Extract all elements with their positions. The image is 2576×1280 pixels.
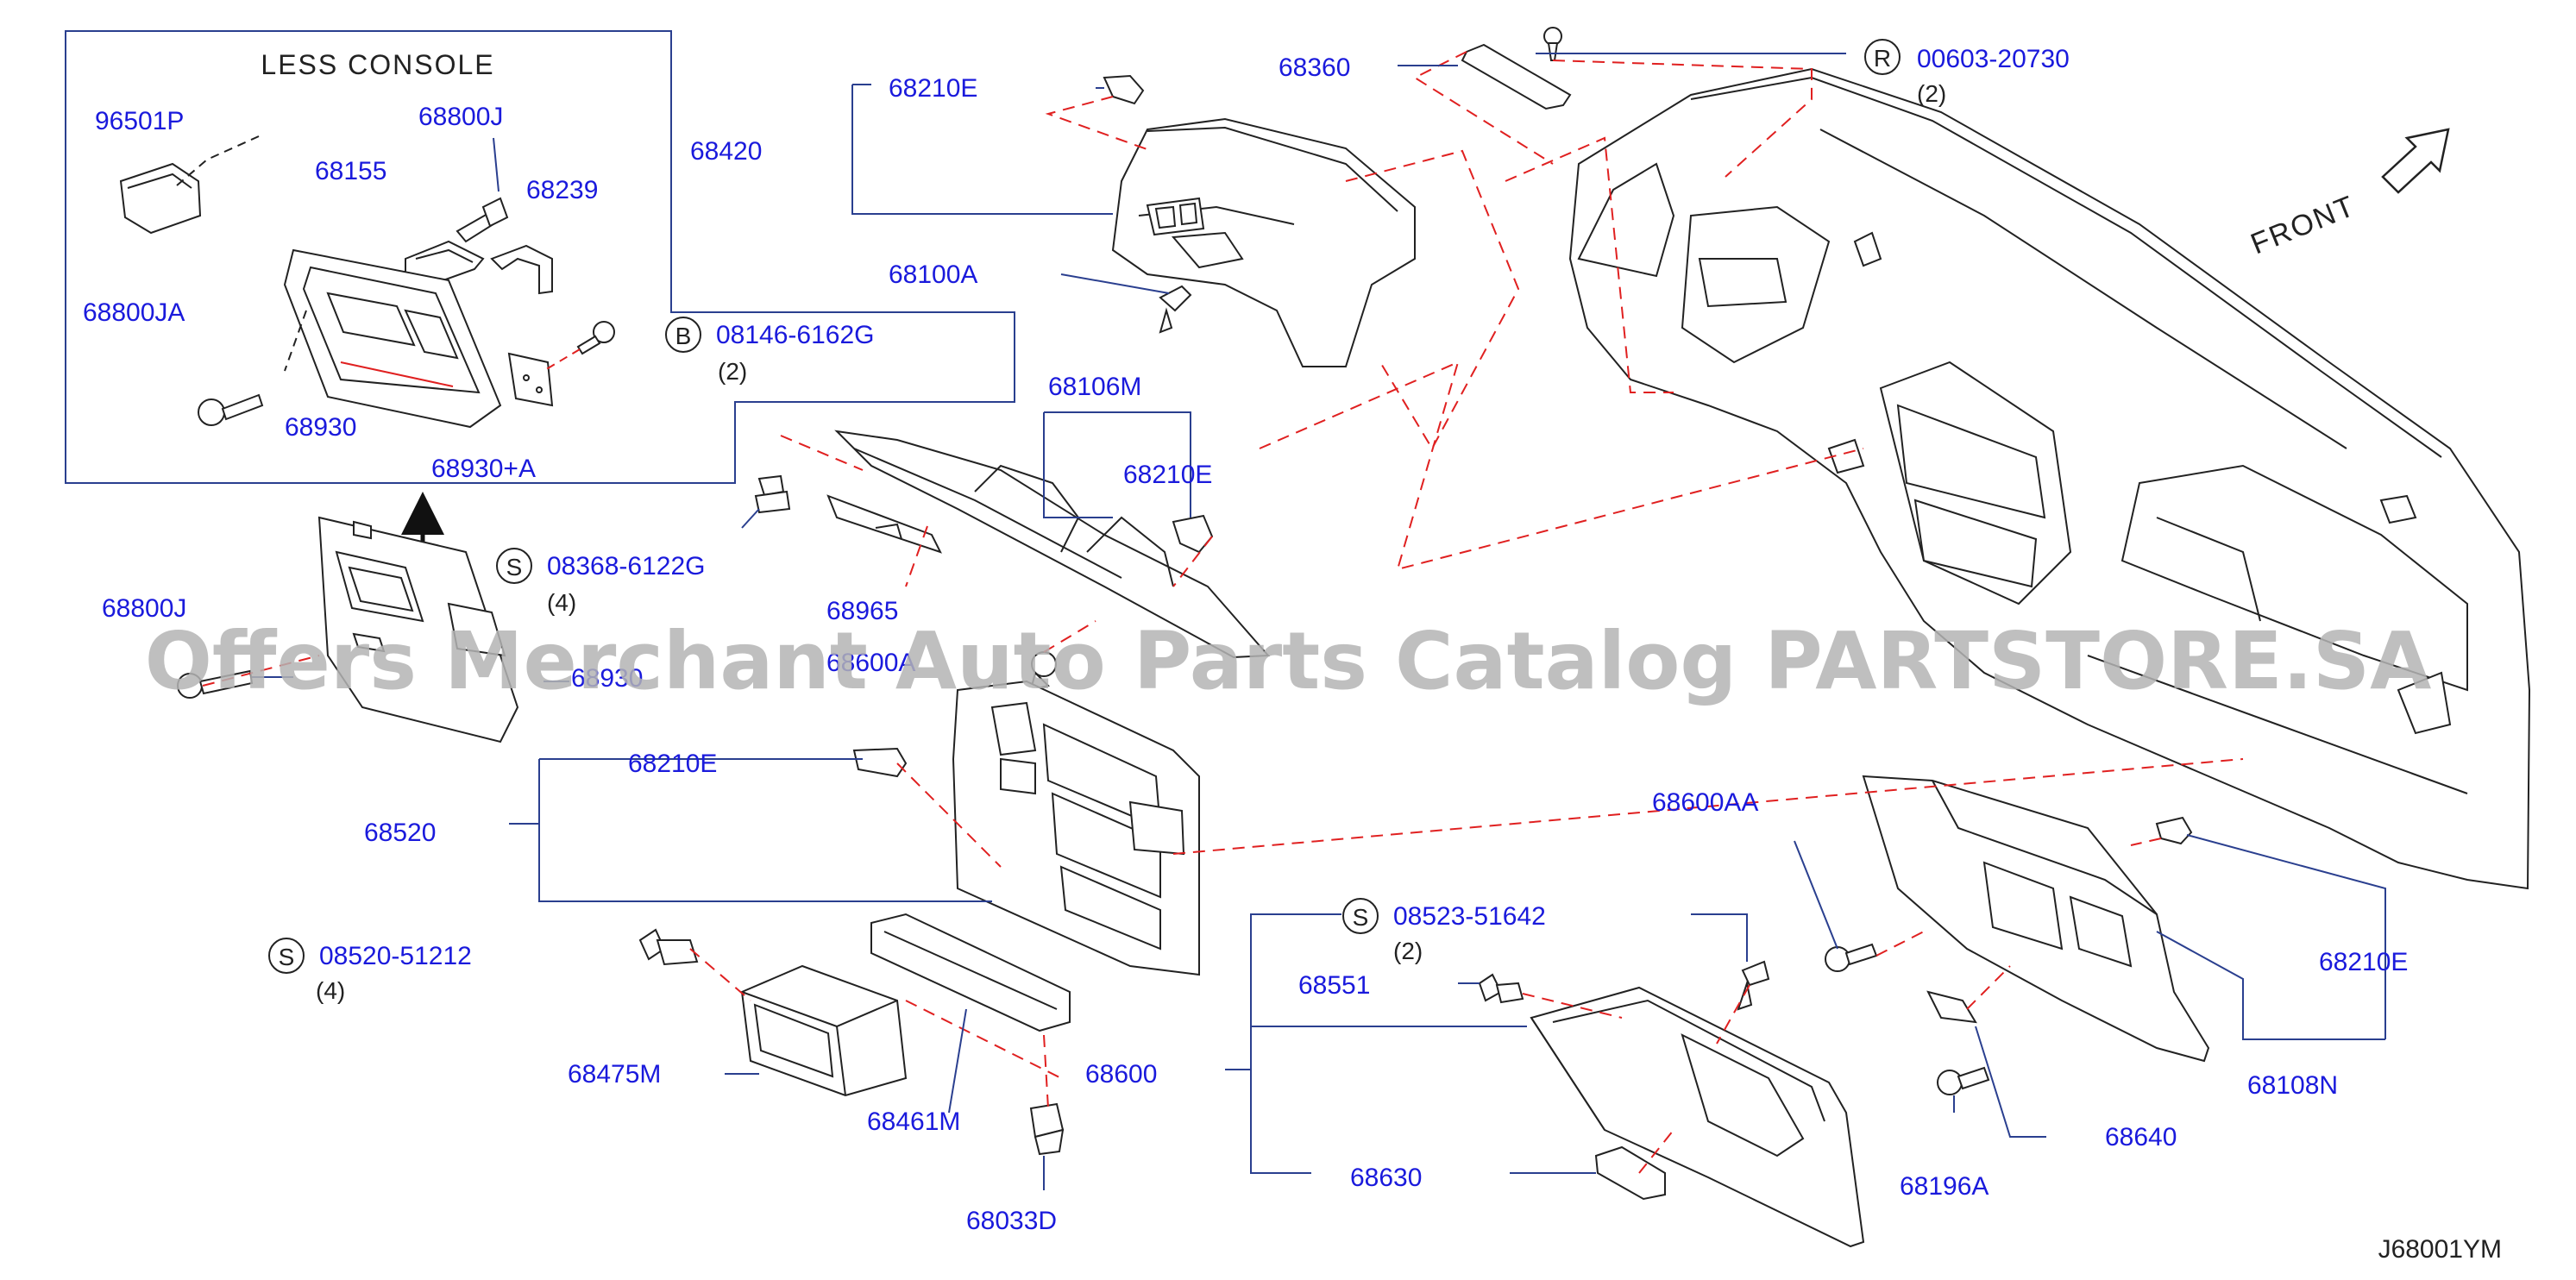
clip-96501p-drawing — [119, 135, 260, 235]
glovebox-68600-drawing — [1530, 986, 1865, 1248]
label-68475m[interactable]: 68475M — [568, 1060, 661, 1089]
label-08146[interactable]: 08146-6162G — [716, 321, 875, 349]
clip-68210e-lower-drawing — [852, 747, 908, 778]
screw-68800ja-drawing — [198, 393, 264, 426]
badge-b: B (2) — [665, 317, 747, 385]
label-68108n[interactable]: 68108N — [2247, 1071, 2338, 1100]
qty-08520: (4) — [316, 977, 345, 1004]
latch-68630-drawing — [1594, 1145, 1666, 1201]
label-68155[interactable]: 68155 — [315, 157, 386, 185]
less-console-inset: LESS CONSOLE — [65, 30, 1015, 484]
label-96501p[interactable]: 96501P — [95, 107, 184, 135]
label-08520[interactable]: 08520-51212 — [319, 942, 472, 970]
qty-08523: (2) — [1393, 938, 1423, 964]
cluster-hood-68420-drawing — [1111, 117, 1416, 367]
screw-68196a-drawing — [1937, 1066, 1990, 1095]
bolt-08368-drawing — [754, 474, 791, 514]
screw-68800j-top-drawing — [456, 137, 509, 243]
qty-08146: (2) — [718, 358, 747, 385]
label-68640[interactable]: 68640 — [2105, 1123, 2177, 1151]
label-68196a[interactable]: 68196A — [1900, 1172, 1989, 1201]
label-68930a[interactable]: 68930+A — [431, 455, 536, 483]
badge-s-letter-08520: S — [279, 944, 295, 970]
label-68210e-low[interactable]: 68210E — [628, 750, 717, 778]
strip-68965-drawing — [826, 494, 942, 554]
label-68800j-top[interactable]: 68800J — [418, 103, 503, 131]
part-labels: 96501P 68800J 68155 68239 68800JA 08146-… — [83, 45, 2408, 1235]
badge-r-letter: R — [1874, 45, 1891, 72]
label-68800j-mid[interactable]: 68800J — [102, 594, 186, 623]
label-68930[interactable]: 68930 — [285, 413, 356, 442]
screw-68600aa-drawing — [1825, 943, 1878, 972]
badge-b-letter: B — [675, 323, 692, 349]
label-68600aa[interactable]: 68600AA — [1652, 788, 1758, 817]
label-68520[interactable]: 68520 — [364, 819, 436, 847]
clip-68210e-mid-drawing — [1172, 514, 1214, 554]
label-00603[interactable]: 00603-20730 — [1917, 45, 2070, 73]
qty-08368: (4) — [547, 589, 576, 616]
bracket-68239-drawing — [490, 244, 553, 295]
panel-68106m-drawing — [834, 430, 1271, 659]
front-label: FRONT — [2246, 190, 2360, 261]
bezel-68520-drawing — [952, 680, 1200, 976]
inset-title: LESS CONSOLE — [261, 49, 494, 80]
label-68033d[interactable]: 68033D — [966, 1207, 1057, 1235]
screw-68800j-mid-drawing — [177, 669, 254, 699]
badge-s-08523: S (2) — [1342, 898, 1423, 964]
plate-68930a-drawing — [507, 352, 554, 407]
label-68420[interactable]: 68420 — [690, 137, 762, 166]
panel-68930-drawing — [283, 248, 502, 429]
screw-68100a-drawing — [1159, 285, 1192, 334]
label-68930-mid[interactable]: 68930 — [571, 664, 643, 693]
drawing-code: J68001YM — [2378, 1235, 2502, 1264]
panel-68108n-drawing — [1862, 775, 2210, 1063]
label-68210e-right[interactable]: 68210E — [2319, 948, 2408, 976]
label-68461m[interactable]: 68461M — [867, 1107, 960, 1136]
label-68630[interactable]: 68630 — [1350, 1164, 1422, 1192]
label-68106m[interactable]: 68106M — [1048, 373, 1141, 401]
bolt-08146-drawing — [543, 321, 615, 372]
clip-68210e-top-drawing — [1103, 74, 1145, 105]
strip-68360-drawing — [1461, 43, 1572, 110]
label-68360[interactable]: 68360 — [1279, 53, 1350, 82]
bolt-08520-drawing — [638, 928, 699, 966]
badge-s-letter-08523: S — [1353, 904, 1369, 931]
hinge-68640-drawing — [1926, 990, 1977, 1024]
label-68239[interactable]: 68239 — [526, 176, 598, 204]
qty-00603: (2) — [1917, 80, 1946, 107]
leader-lines — [252, 53, 2386, 1190]
label-68965[interactable]: 68965 — [826, 597, 898, 625]
screw-08523-drawing — [1737, 960, 1770, 1011]
label-68551[interactable]: 68551 — [1298, 971, 1370, 1000]
watermark-text: Offers Merchant Auto Parts Catalog PARTS… — [145, 615, 2432, 707]
badges: B (2) R (2) S (4) S (4) S (2) — [268, 39, 1946, 1004]
label-68100a[interactable]: 68100A — [889, 260, 977, 289]
label-68600[interactable]: 68600 — [1085, 1060, 1157, 1089]
clip-00603-drawing — [1543, 27, 1562, 61]
label-68800ja[interactable]: 68800JA — [83, 298, 185, 327]
label-68210e-mid[interactable]: 68210E — [1123, 461, 1212, 489]
badge-r: R (2) — [1864, 39, 1946, 107]
bolt-68551-drawing — [1478, 973, 1524, 1004]
label-08368[interactable]: 08368-6122G — [547, 552, 706, 580]
badge-s-08520: S (4) — [268, 938, 345, 1004]
badge-s-08368: S (4) — [496, 548, 576, 616]
clip-68033d-drawing — [1029, 1102, 1065, 1156]
label-68210e-top[interactable]: 68210E — [889, 74, 977, 103]
pocket-68475m-drawing — [740, 964, 908, 1097]
trim-68461m-drawing — [870, 913, 1071, 1032]
clip-68210e-right-drawing — [2155, 816, 2193, 845]
front-arrow-icon — [2381, 128, 2450, 194]
label-68600a[interactable]: 68600A — [826, 649, 915, 677]
assembly-dashes — [202, 51, 2244, 1174]
panel-68930-lower-drawing — [317, 516, 519, 744]
instrument-panel-drawing — [1568, 67, 2531, 890]
badge-s-letter-08368: S — [506, 554, 523, 580]
label-08523[interactable]: 08523-51642 — [1393, 902, 1546, 931]
